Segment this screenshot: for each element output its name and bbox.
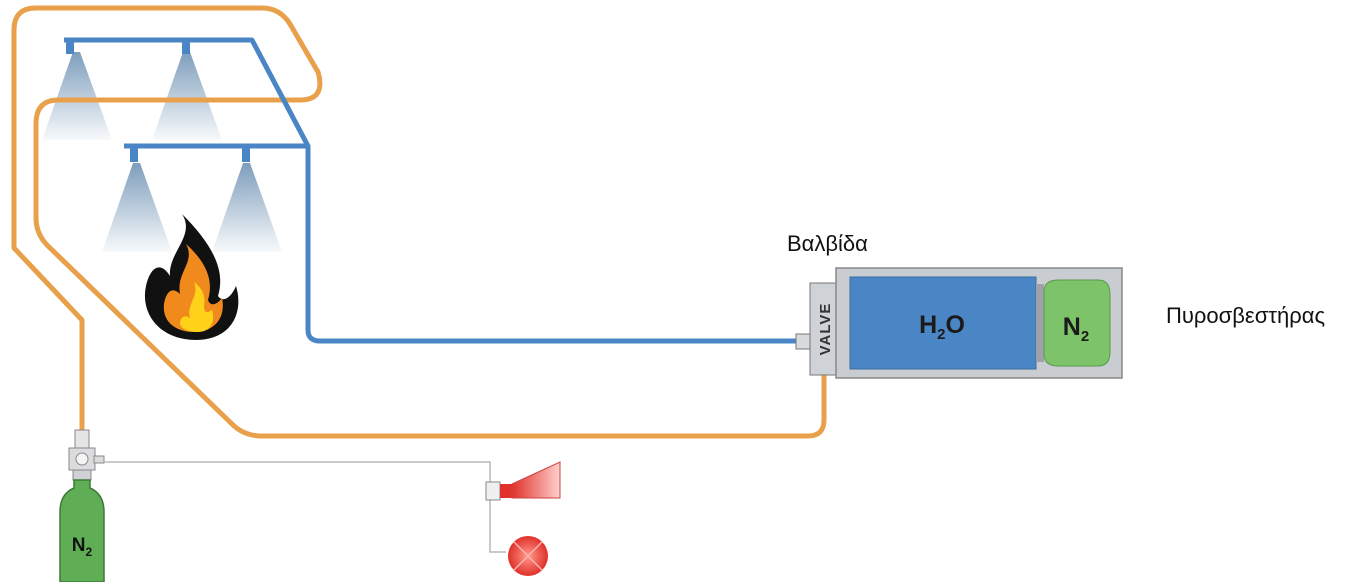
water-formula: H2O xyxy=(919,311,965,343)
sprinkler-nozzle-icon xyxy=(66,40,250,162)
tank-divider xyxy=(1036,284,1044,362)
spray-cone xyxy=(152,52,222,140)
spray-cone xyxy=(212,163,282,252)
fire-icon xyxy=(144,214,239,340)
valve-caption: Βαλβίδα xyxy=(787,231,868,256)
nitrogen-cylinder xyxy=(59,479,105,582)
valve-label: VALVE xyxy=(817,303,834,356)
water-spray-group xyxy=(42,52,282,252)
tank-nitrogen-formula: N2 xyxy=(1063,313,1089,345)
alarm-beacon-icon xyxy=(508,536,548,576)
water-pipe xyxy=(64,37,796,344)
actuator-head xyxy=(68,429,105,481)
valve-connector xyxy=(795,333,811,350)
alarm-signal-line xyxy=(104,461,506,553)
cylinder-nitrogen-formula: N2 xyxy=(72,535,93,559)
gas-pipe-outer xyxy=(11,5,827,439)
spray-cone xyxy=(42,52,112,140)
nitrogen-compartment xyxy=(1043,279,1111,367)
extinguisher-caption: Πυροσβεστήρας xyxy=(1166,303,1326,328)
alarm-horn-icon xyxy=(485,461,561,501)
water-compartment xyxy=(849,276,1037,370)
spray-cone xyxy=(102,163,172,252)
